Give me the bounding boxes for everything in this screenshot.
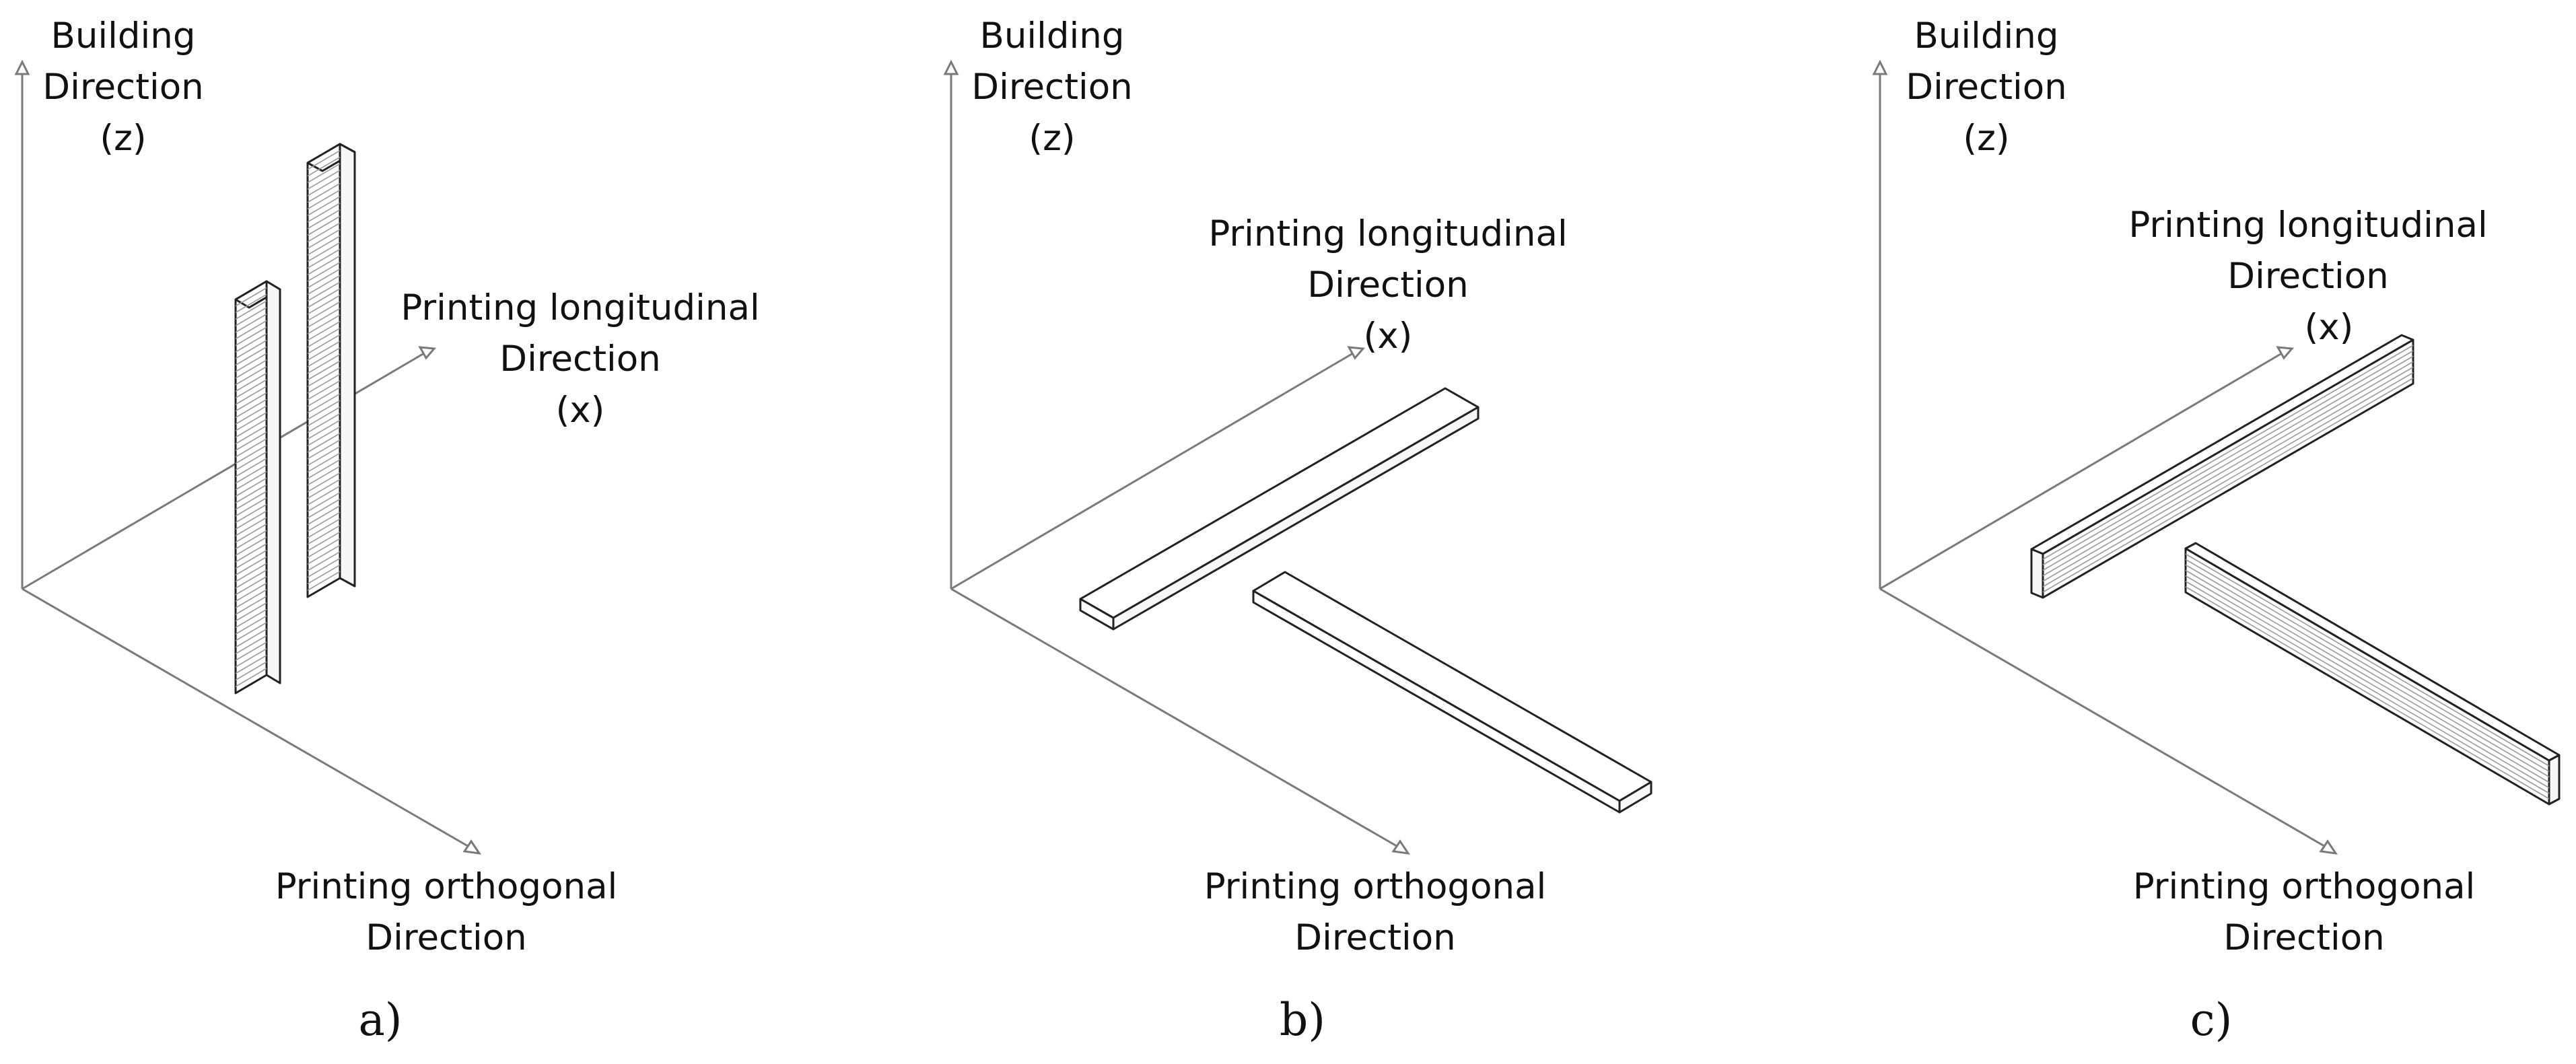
axis-y-line xyxy=(22,588,472,849)
label-x-line1: Printing longitudinal xyxy=(2128,205,2487,246)
axis-x-line xyxy=(22,352,425,590)
caption-b: b) xyxy=(1280,994,1325,1046)
label-z-line2: Direction xyxy=(42,67,203,108)
axis-x-arrowhead xyxy=(2276,346,2295,360)
panel-b: Building Direction (z) Printing longitud… xyxy=(943,15,1652,1046)
label-x-line2: Direction xyxy=(499,339,660,380)
axis-y-arrowhead xyxy=(462,839,482,855)
label-z-line1: Building xyxy=(50,15,195,57)
label-z-line2: Direction xyxy=(1906,67,2066,108)
label-z-line3: (z) xyxy=(100,118,146,159)
label-x-line3: (x) xyxy=(1364,316,1413,357)
axis-y-line xyxy=(1879,588,2328,849)
label-x-line1: Printing longitudinal xyxy=(401,287,759,328)
specimen-upright-front xyxy=(234,280,281,695)
panel-c-axes xyxy=(1872,59,2338,855)
label-x-line2: Direction xyxy=(1307,264,1468,306)
specimen-flat-orthogonal xyxy=(1252,571,1652,814)
label-y-line1: Printing orthogonal xyxy=(2133,866,2476,907)
panel-a-axes xyxy=(14,59,482,855)
axis-z-arrowhead xyxy=(1872,59,1888,75)
specimen-upright-back xyxy=(306,143,356,598)
label-x-line3: (x) xyxy=(2305,307,2354,348)
panel-c: Building Direction (z) Printing longitud… xyxy=(1872,15,2561,1046)
specimen-flat-longitudinal xyxy=(1079,387,1480,631)
label-x-line1: Printing longitudinal xyxy=(1208,213,1567,254)
axis-x-arrowhead xyxy=(418,346,437,360)
axis-x-line xyxy=(950,352,1354,590)
label-z-line3: (z) xyxy=(1963,118,2009,159)
label-x-line3: (x) xyxy=(556,390,605,431)
label-z-line3: (z) xyxy=(1029,118,1075,159)
label-y-line1: Printing orthogonal xyxy=(1204,866,1547,907)
specimen-edge-orthogonal xyxy=(2184,542,2561,806)
label-z-line2: Direction xyxy=(971,67,1132,108)
label-y-line1: Printing orthogonal xyxy=(275,866,618,907)
label-z-line1: Building xyxy=(979,15,1124,57)
axis-x-line xyxy=(1879,352,2283,590)
label-y-line2: Direction xyxy=(2223,917,2384,958)
panel-b-axes xyxy=(943,59,1411,855)
label-y-line2: Direction xyxy=(365,917,526,958)
label-y-line2: Direction xyxy=(1294,917,1455,958)
axis-z-arrowhead xyxy=(943,59,959,75)
panel-a: Building Direction (z) Printing longitud… xyxy=(14,15,760,1046)
axis-y-arrowhead xyxy=(2319,839,2338,855)
axis-y-line xyxy=(950,588,1401,849)
axis-x-arrowhead xyxy=(1347,346,1366,360)
axis-z-arrowhead xyxy=(14,59,30,75)
label-x-line2: Direction xyxy=(2227,256,2388,297)
caption-c: c) xyxy=(2190,994,2233,1046)
specimen-edge-longitudinal xyxy=(2030,334,2414,599)
label-z-line1: Building xyxy=(1914,15,2058,57)
axis-y-arrowhead xyxy=(1391,839,1411,855)
caption-a: a) xyxy=(358,994,402,1046)
